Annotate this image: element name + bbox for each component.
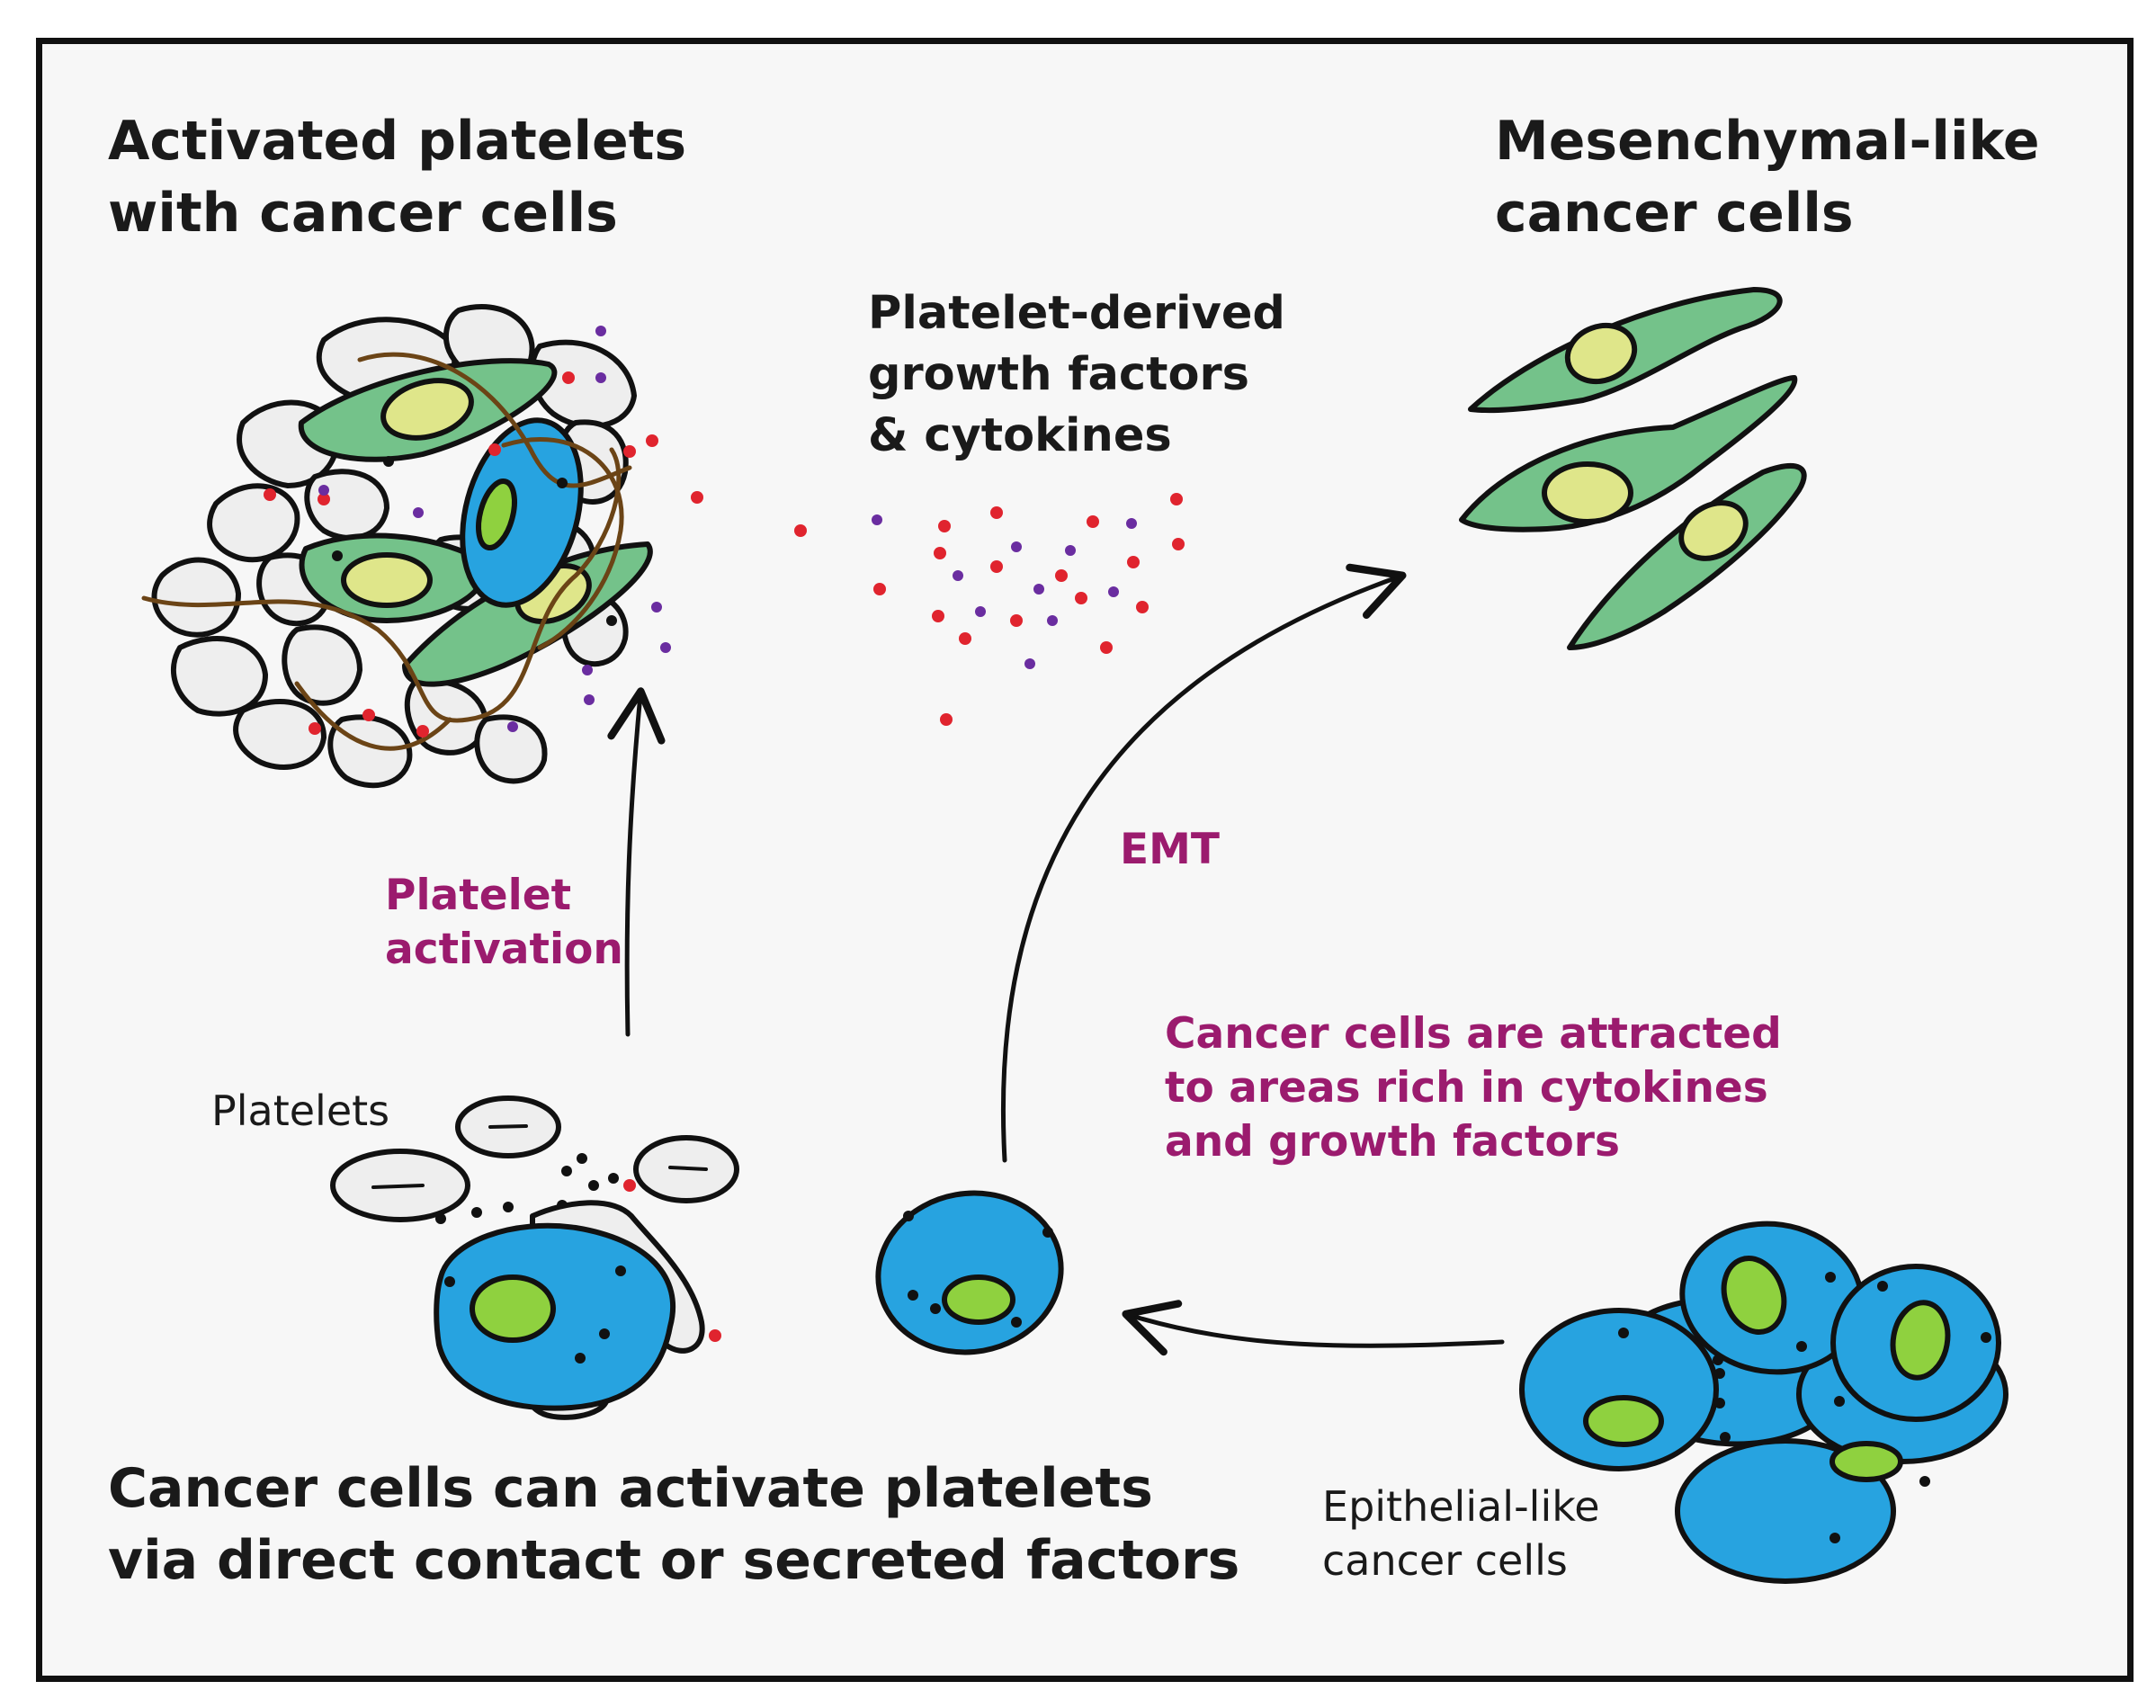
arrow-icon [1000, 563, 1407, 1163]
mesenchymal-cells [1459, 287, 1807, 650]
epithelial-label: Epithelial-like cancer cells [1322, 1480, 1600, 1587]
label-line: Cancer cells can activate platelets [108, 1457, 1153, 1520]
cancer-cell-icon [460, 417, 584, 608]
epithelial-cells [1519, 1221, 2008, 1584]
fibrin-strand-icon [141, 352, 632, 751]
label-line: activation [385, 925, 623, 974]
bottom-caption: Cancer cells can activate platelets via … [108, 1453, 1239, 1596]
attraction-label: Cancer cells are attracted to areas rich… [1165, 1007, 1782, 1169]
cancer-cell-icon [434, 1222, 676, 1411]
platelet-activation-label: Platelet activation [385, 869, 623, 977]
label-line: via direct contact or secreted factors [108, 1529, 1240, 1592]
factor-dot-icon [444, 1265, 626, 1364]
label-line: Activated platelets [108, 110, 687, 173]
label-line: Platelet-derived [868, 287, 1285, 340]
label-line: to areas rich in cytokines [1165, 1063, 1768, 1113]
label-line: growth factors [868, 348, 1250, 401]
growth-factors-label: Platelet-derived growth factors & cytoki… [868, 283, 1285, 467]
label-line: Cancer cells are attracted [1165, 1009, 1782, 1059]
nucleus [1583, 1256, 1951, 1482]
arrow-icon [607, 687, 666, 1037]
mesenchymal-label: Mesenchymal-like cancer cells [1495, 105, 2040, 249]
activated-platelets-label: Activated platelets with cancer cells [108, 105, 686, 249]
label-line: and growth factors [1165, 1117, 1620, 1167]
cancer-cell-icon [875, 1190, 1064, 1355]
label-line: cancer cells [1495, 182, 1854, 245]
label-line: Epithelial-like [1322, 1482, 1600, 1531]
label-line: Mesenchymal-like [1495, 110, 2040, 173]
label-line: Platelet [385, 871, 572, 920]
label-line: & cytokines [868, 409, 1172, 462]
platelets-label: Platelets [211, 1087, 390, 1135]
emt-label: EMT [1120, 825, 1220, 874]
factor-dot-icon [264, 326, 1185, 1342]
cancer-cell-icon [1519, 1221, 2008, 1584]
label-line: cancer cells [1322, 1536, 1568, 1585]
label-line: with cancer cells [108, 182, 618, 245]
platelet-contact-group [330, 1095, 739, 1420]
nucleus [1542, 322, 1749, 561]
arrow-icon [1122, 1300, 1505, 1356]
activated-cluster [151, 304, 653, 789]
